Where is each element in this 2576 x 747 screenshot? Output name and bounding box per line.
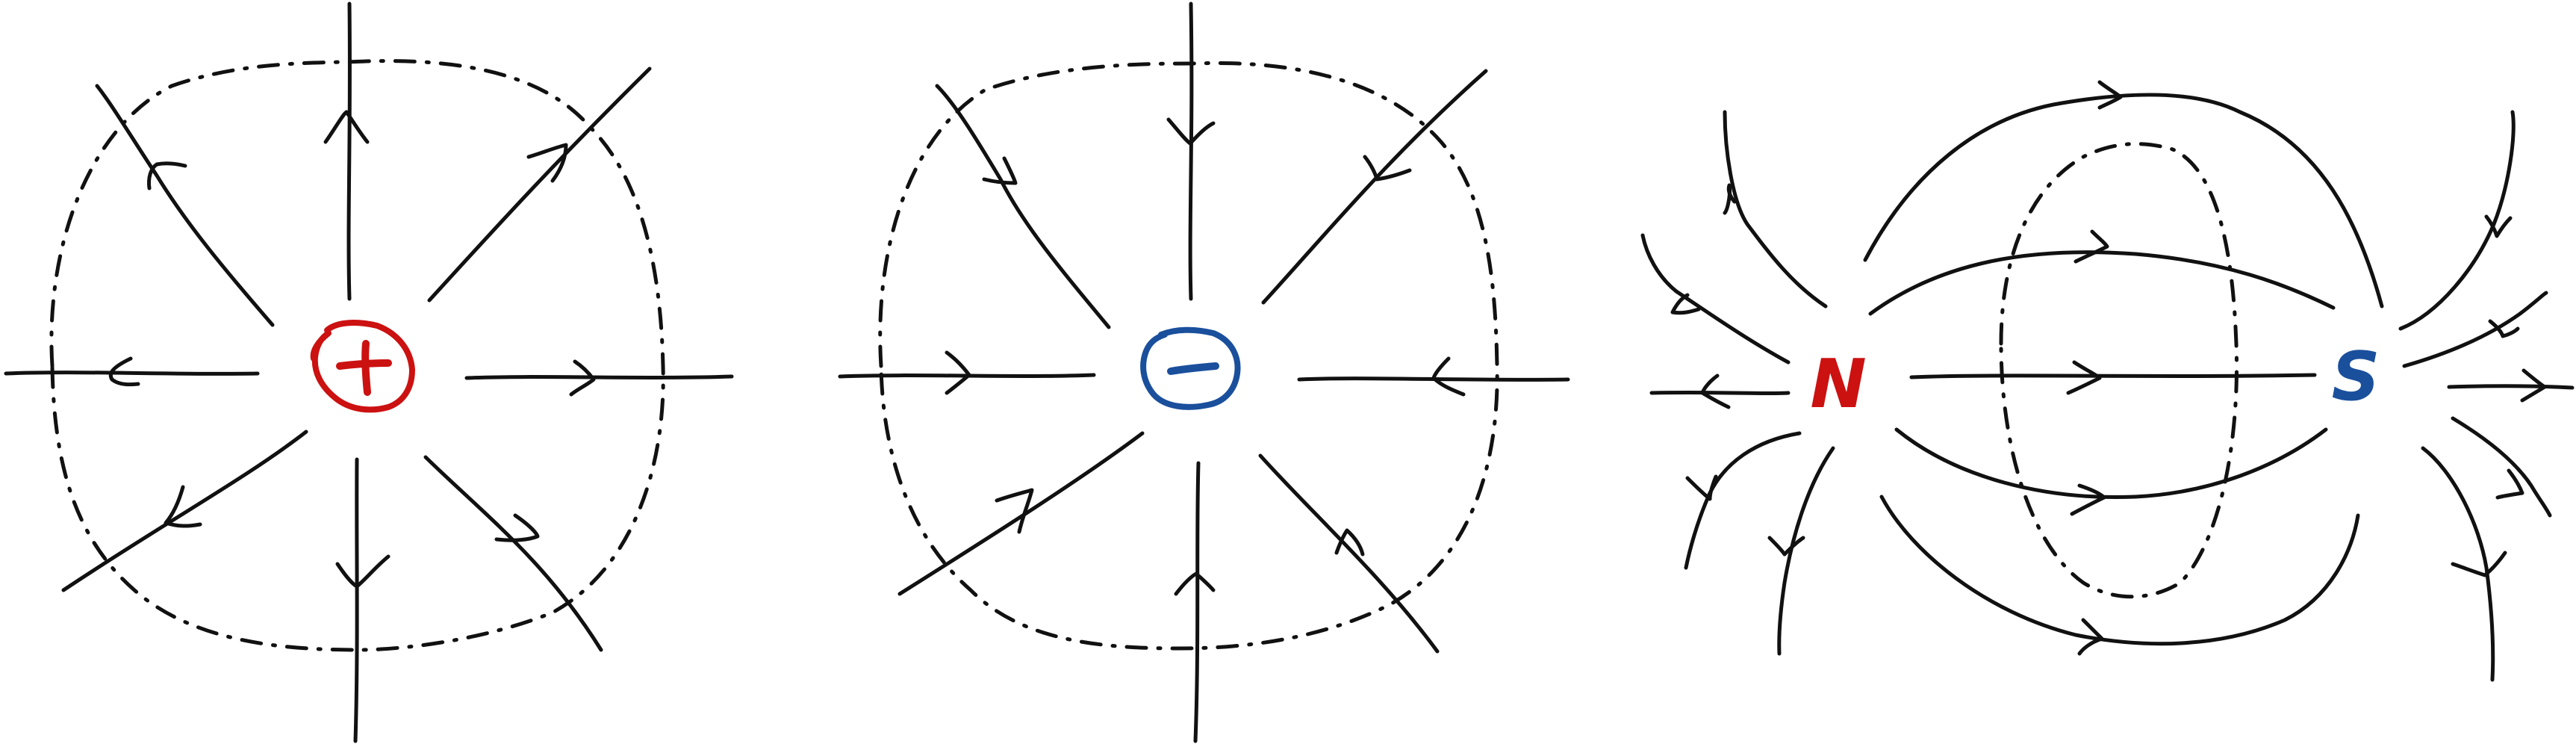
- arrow-inward: [1334, 528, 1365, 557]
- negative-charge-panel: [838, 1, 1570, 743]
- arrow-north-to-south: [1670, 293, 1701, 315]
- field-line-upper-left: [935, 84, 1111, 329]
- field-line-down: [1193, 461, 1201, 743]
- field-line-up: [1188, 1, 1194, 301]
- arrow-north-to-south: [2495, 468, 2524, 500]
- arrow-inward: [982, 156, 1018, 185]
- arrow-inward: [995, 488, 1034, 534]
- field-line-upper-inner: [1868, 250, 2336, 316]
- field-line-right-upper-steep: [2398, 110, 2516, 331]
- north-pole-label: N: [1810, 345, 1866, 424]
- field-line-left-axis: [1649, 390, 1791, 396]
- field-line-lower-right: [423, 455, 603, 652]
- arrow-outward: [569, 359, 596, 397]
- negative-charge-sign: [1167, 362, 1219, 375]
- field-line-lower-inner: [1894, 427, 2328, 499]
- field-line-left: [4, 371, 260, 376]
- positive-charge-sign-vertical: [361, 340, 371, 396]
- field-line-upper-left: [95, 84, 275, 327]
- arrow-inward: [1363, 155, 1412, 182]
- positive-charge-ring: [310, 320, 415, 413]
- arrow-north-to-south: [1685, 474, 1718, 501]
- arrow-north-to-south: [2073, 229, 2109, 264]
- field-line-left-lower-shallow: [1684, 431, 1802, 570]
- field-line-right: [464, 374, 734, 380]
- arrow-north-to-south: [2066, 360, 2102, 395]
- arrow-outward: [526, 143, 568, 183]
- field-line-left-lower-steep: [1777, 446, 1835, 656]
- arrow-outward: [108, 356, 140, 387]
- arrow-inward: [1174, 571, 1216, 596]
- dashed-equipotential: [49, 59, 665, 652]
- field-line-lower-right: [1258, 453, 1440, 654]
- field-line-right-axis: [2447, 384, 2575, 390]
- dashed-loop: [1999, 142, 2239, 599]
- arrow-inward: [945, 350, 971, 395]
- south-pole-label: S: [2332, 338, 2380, 416]
- arrow-north-to-south: [2488, 319, 2520, 338]
- arrow-outward: [323, 110, 370, 144]
- arrow-inward: [1166, 117, 1216, 146]
- field-line-right-lower-steep: [2421, 446, 2495, 682]
- arrow-north-to-south: [1767, 536, 1805, 557]
- positive-charge-panel: [4, 1, 734, 743]
- arrow-north-to-south: [1723, 183, 1737, 215]
- field-line-left-upper-shallow: [1640, 233, 1791, 365]
- field-line-upper-outer: [1863, 93, 2384, 309]
- field-line-lower-left: [897, 431, 1145, 596]
- field-line-right-upper-shallow: [2402, 291, 2548, 368]
- arrow-outward: [494, 513, 540, 542]
- arrow-north-to-south: [2097, 80, 2123, 110]
- dashed-equipotential: [878, 61, 1499, 651]
- field-line-axis: [1909, 373, 2317, 379]
- negative-charge-ring: [1140, 326, 1241, 410]
- field-line-down: [353, 457, 359, 743]
- field-line-lower-outer: [1879, 495, 2360, 646]
- field-line-upper-right: [427, 66, 652, 303]
- field-line-left-upper-steep: [1723, 110, 1828, 309]
- magnet-dipole-panel: N S: [1640, 80, 2575, 682]
- arrow-north-to-south: [2077, 618, 2104, 656]
- arrow-north-to-south: [2070, 483, 2106, 516]
- field-line-lower-left: [61, 430, 308, 592]
- arrow-north-to-south: [2484, 214, 2513, 238]
- arrow-inward: [1431, 356, 1466, 397]
- arrow-north-to-south: [1700, 374, 1731, 409]
- arrow-north-to-south: [2451, 551, 2507, 577]
- arrow-outward: [147, 161, 187, 190]
- arrow-outward: [164, 485, 202, 528]
- field-line-upper-right: [1261, 69, 1488, 305]
- arrow-north-to-south: [2520, 368, 2547, 403]
- arrow-outward: [335, 554, 391, 589]
- field-line-right-lower-shallow: [2451, 416, 2552, 518]
- field-line-right: [1297, 376, 1570, 382]
